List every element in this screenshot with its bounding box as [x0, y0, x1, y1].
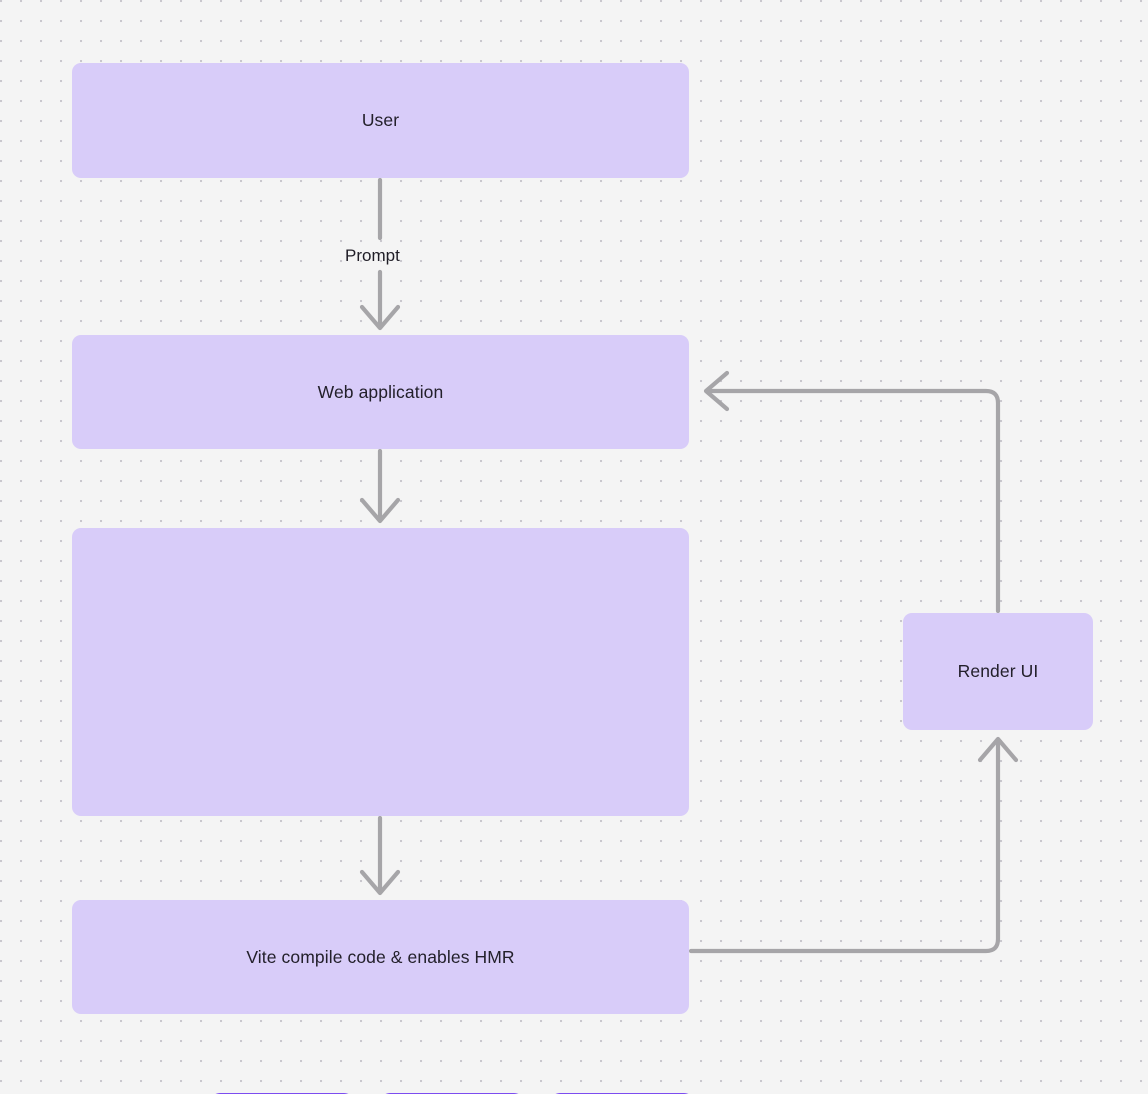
edge-render-ui-to-webapp [703, 370, 1001, 614]
node-render-ui[interactable]: Render UI [903, 613, 1093, 730]
arrowhead-down-icon [359, 869, 401, 896]
node-web-application-label: Web application [317, 381, 444, 402]
arrowhead-down-icon [359, 497, 401, 524]
node-vite-compile[interactable]: Vite compile code & enables HMR [72, 900, 689, 1014]
edge-segment [706, 388, 1001, 614]
node-render-ui-label: Render UI [957, 661, 1039, 681]
edge-vite-to-render-ui [688, 736, 1019, 954]
arrowhead-down-icon [359, 304, 401, 331]
node-vite-label: Vite compile code & enables HMR [246, 946, 515, 967]
edge-segment [688, 739, 1001, 954]
node-react-components[interactable]: HTML = structure CSS = Styles & Layouts … [72, 528, 695, 1094]
arrowhead-left-icon [703, 370, 730, 412]
node-web-application[interactable]: Web application [72, 335, 689, 449]
edge-components-to-vite [359, 815, 401, 896]
edge-webapp-to-components [359, 448, 401, 524]
node-user[interactable]: User [72, 63, 689, 178]
arrowhead-up-icon [977, 736, 1019, 763]
node-user-label: User [361, 110, 400, 130]
edge-label-prompt: Prompt [345, 246, 400, 265]
